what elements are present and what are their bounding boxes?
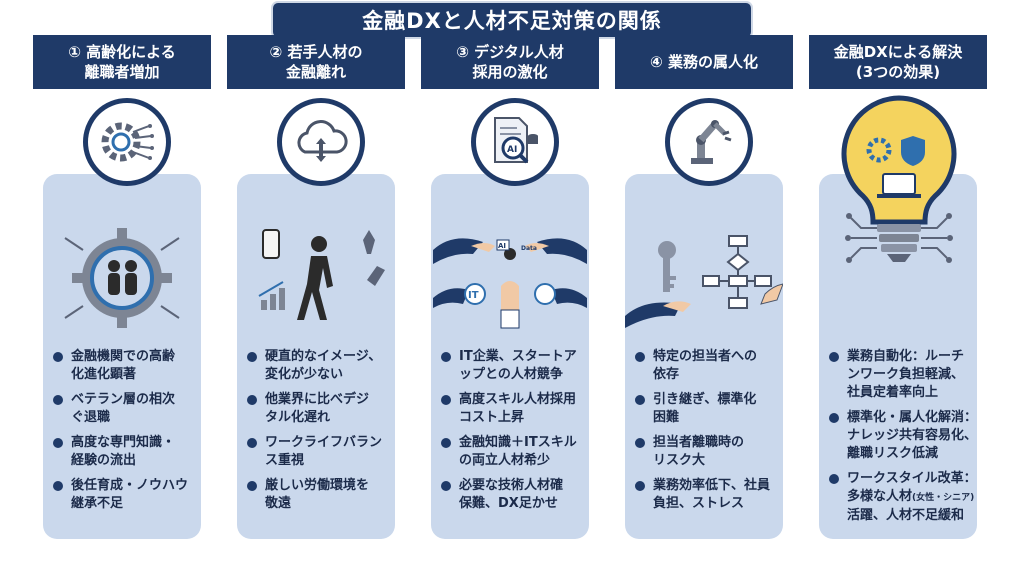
bullet-list: IT企業、スタートア ップとの人材競争 高度スキル人材採用 コスト上昇 金融知識… [437,348,591,520]
column-dx-solution: 金融DXによる解決 (3つの効果) 業務自動化：ルーチ ンワーク負担軽減、 社員… [809,0,987,564]
list-item: ワークライフバラン ス重視 [243,434,397,470]
list-item: 担当者離職時の リスク大 [631,434,785,470]
hands-reaching-icon: AI Data IT [431,220,589,335]
bullet-list: 金融機関での高齢 化進化顕著 ベテラン層の相次 ぐ退職 高度な専門知識・ 経験の… [49,348,203,520]
list-item: 業務効率低下、社員 負担、ストレス [631,477,785,513]
column-aging: ① 高齢化による 離職者増加 金融機関での高 [33,0,211,564]
column-header: ③ デジタル人材 採用の激化 [421,35,599,89]
title-bar: 金融DXと人材不足対策の関係 [273,3,751,37]
robot-arm-icon [665,98,753,186]
list-item: 標準化・属人化解消： ナレッジ共有容易化、 離職リスク低減 [825,409,979,463]
column-header: 金融DXによる解決 (3つの効果) [809,35,987,89]
bullet-text: ワークスタイル改革： 多様な人材 [847,471,977,504]
bullet-list: 業務自動化：ルーチ ンワーク負担軽減、 社員定着率向上 標準化・属人化解消： ナ… [825,348,979,532]
list-item: 引き継ぎ、標準化 困難 [631,391,785,427]
list-item: ベテラン層の相次 ぐ退職 [49,391,203,427]
column-header: ② 若手人材の 金融離れ [227,35,405,89]
column-dependency: ④ 業務の属人化 特 [615,0,793,564]
list-item: 硬直的なイメージ、 変化が少ない [243,348,397,384]
cloud-transfer-icon [277,98,365,186]
ai-label: AI [498,242,506,250]
list-item: 特定の担当者への 依存 [631,348,785,384]
elderly-couple-gear-icon [43,220,201,335]
bullet-list: 硬直的なイメージ、 変化が少ない 他業界に比べデジ タル化遅れ ワークライフバラ… [243,348,397,520]
column-header: ④ 業務の属人化 [615,35,793,89]
data-label: Data [521,245,537,252]
ai-document-icon: AI [471,98,559,186]
bullet-note: (女性・シニア) [912,493,975,503]
lightbulb-icon [829,92,969,332]
column-header: ① 高齢化による 離職者増加 [33,35,211,89]
column-young-talent: ② 若手人材の 金融離れ 硬直的なイメージ、 変化が少ない 他業界に比べデジ タ… [227,0,405,564]
column-digital-talent: ③ デジタル人材 採用の激化 AI AI Data IT [421,0,599,564]
list-item: 必要な技術人材確 保難、DX足かせ [437,477,591,513]
list-item: 他業界に比べデジ タル化遅れ [243,391,397,427]
column-panel [431,174,589,539]
bullet-text: 活躍、人材不足緩和 [847,508,965,523]
column-panel [625,174,783,539]
key-flowchart-icon [625,220,784,335]
list-item: 高度な専門知識・ 経験の流出 [49,434,203,470]
it-label: IT [468,290,479,301]
list-item: IT企業、スタートア ップとの人材競争 [437,348,591,384]
list-item: 金融機関での高齢 化進化顕著 [49,348,203,384]
list-item: 金融知識＋ITスキル の両立人材希少 [437,434,591,470]
page-title: 金融DXと人材不足対策の関係 [362,9,662,33]
list-item: 高度スキル人材採用 コスト上昇 [437,391,591,427]
list-item: ワークスタイル改革： 多様な人材(女性・シニア) 活躍、人材不足緩和 [825,470,979,525]
list-item: 厳しい労働環境を 敬遠 [243,477,397,513]
list-item: 後任育成・ノウハウ 継承不足 [49,477,203,513]
walking-person-icon [237,220,395,335]
svg-text:AI: AI [507,145,517,155]
gear-circuit-icon [83,98,171,186]
bullet-list: 特定の担当者への 依存 引き継ぎ、標準化 困難 担当者離職時の リスク大 業務効… [631,348,785,520]
list-item: 業務自動化：ルーチ ンワーク負担軽減、 社員定着率向上 [825,348,979,402]
